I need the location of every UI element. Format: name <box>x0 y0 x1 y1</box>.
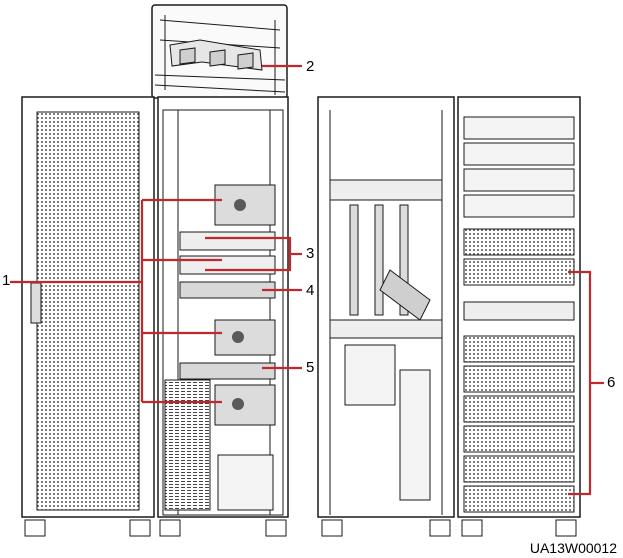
callout-label-3: 3 <box>306 245 315 262</box>
leader-lines <box>10 64 604 496</box>
breaker-icon <box>214 319 276 356</box>
door-handle-icon <box>30 282 42 324</box>
callout-label-1: 1 <box>2 272 11 289</box>
cabinet-door <box>21 96 155 537</box>
power-module-icon <box>463 116 575 218</box>
breaker-icon <box>214 384 276 426</box>
breaker-icon <box>214 184 276 226</box>
cabinet-power-modules <box>457 96 581 537</box>
callout-label-2: 2 <box>306 58 315 75</box>
cabinet-interior-side <box>317 96 455 537</box>
callout-label-4: 4 <box>306 282 315 299</box>
copper-bar-icon <box>179 231 276 299</box>
cabinet-interior-front <box>157 96 289 537</box>
callout-label-5: 5 <box>306 359 315 376</box>
power-module-icon <box>463 228 575 513</box>
callout-label-6: 6 <box>607 374 616 391</box>
figure-id: UA13W00012 <box>529 540 617 556</box>
